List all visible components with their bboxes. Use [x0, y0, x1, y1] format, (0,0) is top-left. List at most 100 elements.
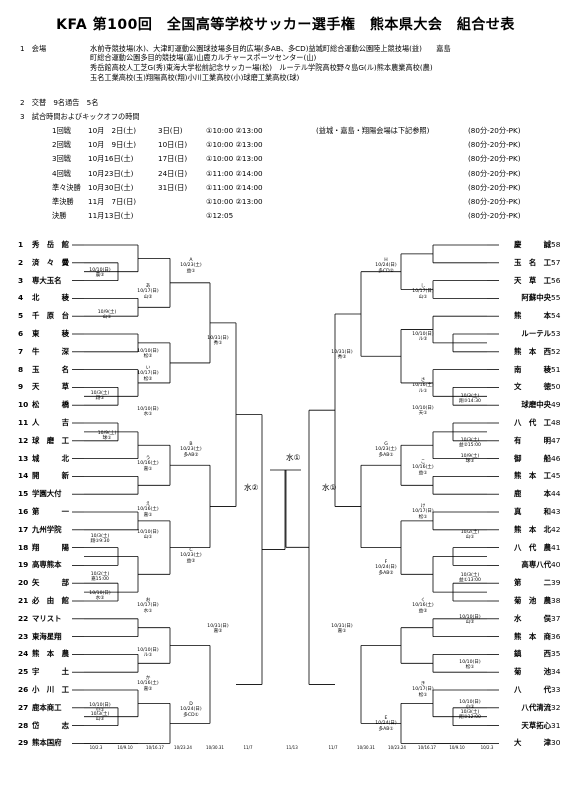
match-label-line: け [420, 504, 426, 509]
match-label-line: 10/10(日) [412, 332, 434, 337]
match-label-line: 10/24(日) [375, 565, 397, 571]
match-label-line: ル② [418, 337, 428, 343]
team-name: 済 々 黌 [32, 257, 69, 267]
venue-line-2: 町総合運動公園多目的競技場(嘉)山鹿カルチャースポーツセンター(山) [90, 53, 317, 62]
team-number: 34 [551, 667, 561, 677]
match-label-line: 10/16(土) [412, 603, 434, 609]
match-label: 10/10(日)山① [132, 530, 164, 541]
team-number: 13 [18, 453, 29, 463]
match-label-line: 10/10(日) [459, 700, 481, 705]
team-name: 牛 深 [32, 346, 69, 356]
match-label-line: し [420, 284, 426, 289]
match-label-line: さ [420, 378, 426, 383]
schedule-d2: 3日(日) [158, 126, 183, 135]
match-label: 10/3(土)益②15:00 [454, 438, 486, 449]
match-label-line: 10/2(土) [90, 572, 110, 577]
team-number: 29 [18, 738, 29, 748]
match-label-line: 10/10(日) [137, 349, 159, 354]
date-axis-label: 10/30.31 [357, 745, 375, 750]
match-label-line: 嘉② [213, 629, 223, 635]
venue-line-1: 水前寺競技場(水)、大津町運動公園球技場多目的広場(多AB、多CD)益城町総合運… [90, 44, 451, 53]
team-name: 真 和 [514, 507, 551, 516]
team-number: 56 [551, 275, 561, 285]
schedule-time: ①10:00 ②13:00 [206, 126, 263, 135]
match-label-line: 松② [143, 354, 153, 360]
team-name: 天 草 工 [514, 275, 551, 285]
match-label-line: 翔①9:30 [90, 539, 110, 545]
schedule-round: 準々決勝 [52, 182, 81, 192]
team-name: 鹿 本 [514, 489, 551, 499]
team-number: 22 [18, 613, 29, 623]
team-number: 11 [18, 418, 29, 427]
team-name: 宇 土 [32, 667, 69, 677]
match-label-line: 10/23(土) [180, 263, 202, 269]
match-label: 10/31(日)嘉① [326, 624, 358, 635]
team-number: 48 [551, 418, 561, 427]
match-label-line: 嘉① [337, 629, 347, 635]
team-number: 58 [551, 240, 561, 249]
match-label-line: 多CD① [183, 712, 199, 718]
date-axis-label: 10/9.10 [449, 745, 465, 750]
team-number: 16 [18, 507, 29, 516]
match-label-line: 10/10(日) [412, 406, 434, 411]
team-name: 球 磨 工 [32, 435, 69, 445]
date-axis-label: 11/7 [243, 745, 253, 750]
match-label-line: 10/10(日) [137, 648, 159, 653]
team-number: 17 [18, 524, 29, 534]
match-label: 10/3(土)翔③14:30 [454, 394, 486, 405]
match-label: 10/10(日)天① [407, 406, 439, 417]
venue-line-3: 秀岳館高校人工芝G(秀)東海大学松前記念サッカー場(松) ルーテル学院高校野々島… [90, 63, 433, 72]
team-name: 玉 名 工 [514, 257, 551, 267]
team-name: 北 稜 [32, 293, 69, 303]
match-label: 10/10(日)小② [454, 700, 486, 711]
team-name: 矢 部 [32, 578, 69, 588]
date-axis-label: 10/23.24 [388, 745, 406, 750]
team-name: 八代清流 [521, 702, 551, 712]
match-label: 10/2(土)山① [454, 530, 486, 541]
match-label-line: 多AB② [378, 570, 394, 576]
match-label-line: 多CD② [378, 268, 394, 274]
match-label-line: 山② [143, 294, 153, 300]
match-label: 10/10(日)農② [84, 268, 116, 279]
match-label-line: 益① [186, 268, 196, 274]
match-label-line: 10/23(土) [375, 447, 397, 453]
match-label-line: 10/23(土) [180, 447, 202, 453]
team-number: 33 [551, 685, 561, 694]
match-label: 10/10(日)水① [132, 407, 164, 418]
team-number: 49 [551, 400, 561, 410]
match-label-line: 10/17(日) [137, 371, 159, 377]
match-label-line: 翔② [95, 396, 105, 402]
match-label-line: 10/3(土) [460, 438, 480, 443]
team-number: 36 [551, 631, 561, 641]
match-label-line: 山② [95, 717, 105, 723]
match-label-line: 秀① [213, 341, 223, 347]
schedule-d1: 11月 7日(日) [88, 197, 137, 206]
match-label-line: 多AB① [378, 452, 394, 458]
team-number: 42 [551, 524, 561, 534]
venue-line-4: 玉名工業高校(玉)翔陽高校(翔)小川工業高校(小)球磨工業高校(球) [90, 73, 300, 82]
team-name: 南 稜 [514, 364, 551, 374]
team-number: 6 [18, 329, 24, 338]
